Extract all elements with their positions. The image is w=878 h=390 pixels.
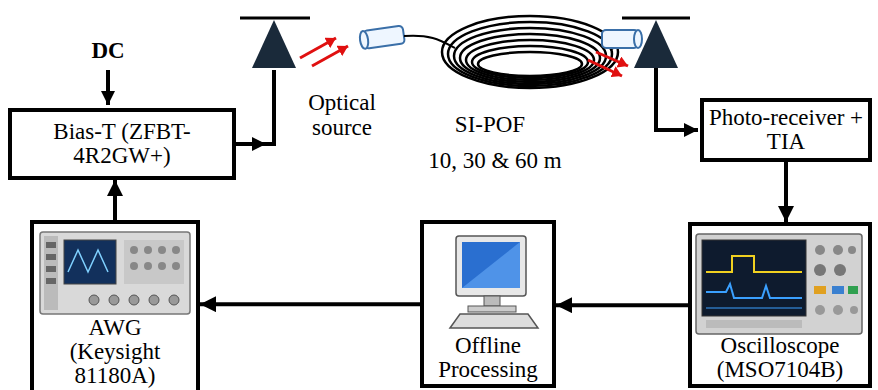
- dc-wire: [106, 70, 110, 105]
- light-arrow: [596, 52, 628, 66]
- box-text: Oscilloscope (MSO7104B): [700, 334, 860, 382]
- signal-arrow: [784, 162, 788, 222]
- device-box: Offline Processing: [420, 220, 556, 388]
- annotation-label: SI-POF: [430, 112, 550, 137]
- box-text: Bias-T (ZFBT-4R2GW+): [20, 120, 225, 168]
- annotation-label: Optical source: [292, 90, 392, 141]
- box-text: Photo-receiver + TIA: [709, 106, 864, 154]
- device-box: AWG (Keysight 81180A): [30, 220, 200, 390]
- process-box: Bias-T (ZFBT-4R2GW+): [8, 108, 236, 180]
- signal-arrow: [113, 180, 117, 220]
- box-text: AWG (Keysight 81180A): [56, 316, 174, 388]
- source-diode: [252, 20, 296, 68]
- fiber-coil: [442, 16, 618, 88]
- annotation-label: 10, 30 & 60 m: [405, 148, 585, 173]
- device-box: Oscilloscope (MSO7104B): [688, 222, 872, 388]
- detector-wire: [656, 68, 698, 130]
- box-text: Offline Processing: [426, 334, 550, 382]
- diode-bar: [622, 17, 690, 20]
- fiber-connector: [602, 30, 642, 48]
- osc-icon: [692, 226, 868, 338]
- pc-icon: [424, 224, 552, 336]
- drive-arrowhead: [252, 137, 266, 151]
- process-box: Photo-receiver + TIA: [700, 98, 872, 162]
- light-arrow: [588, 60, 622, 76]
- awg-icon: [34, 224, 196, 320]
- signal-arrow: [200, 302, 420, 306]
- drive-wire: [236, 70, 274, 144]
- annotation-label: DC: [70, 38, 146, 63]
- emission-arrow: [312, 46, 348, 66]
- fiber-connector: [359, 25, 405, 49]
- photo-diode: [634, 20, 678, 68]
- signal-arrow: [556, 303, 688, 307]
- diode-bar: [240, 17, 310, 20]
